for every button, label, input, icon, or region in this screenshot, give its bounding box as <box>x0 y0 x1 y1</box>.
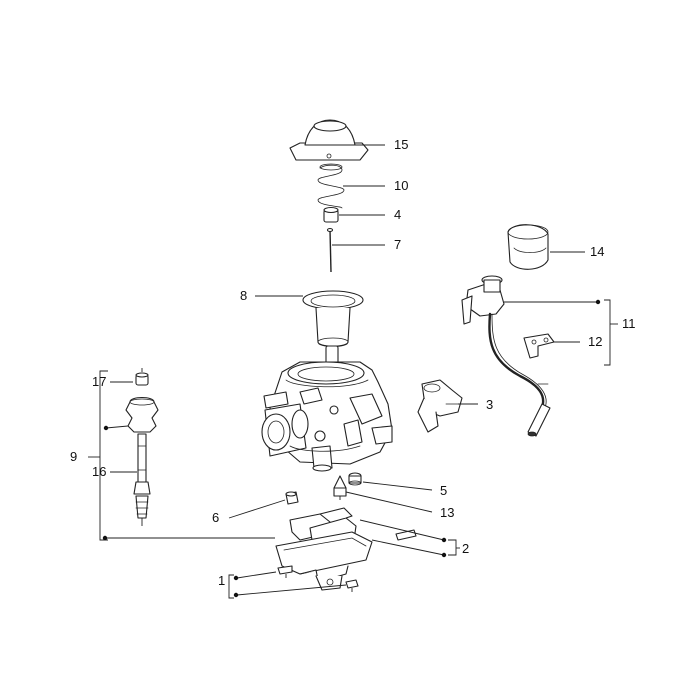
part-8-diaphragm <box>302 290 364 367</box>
callout-15: 15 <box>394 137 408 152</box>
callout-3: 3 <box>486 397 493 412</box>
part-7-jet-needle <box>326 227 334 273</box>
callout-1: 1 <box>218 573 225 588</box>
part-16-mixture-screw <box>125 396 159 526</box>
part-2-float-and-bowl <box>275 507 417 591</box>
callout-11: 11 <box>622 316 636 331</box>
part-14-sleeve <box>507 224 549 270</box>
callout-4: 4 <box>394 207 401 222</box>
callout-10: 10 <box>394 178 408 193</box>
callout-16: 16 <box>92 464 106 479</box>
callout-17: 17 <box>92 374 106 389</box>
callout-9: 9 <box>70 449 77 464</box>
callout-6: 6 <box>212 510 219 525</box>
callout-8: 8 <box>240 288 247 303</box>
part-1-screws <box>277 565 359 592</box>
part-6-jet <box>285 491 299 505</box>
callout-2: 2 <box>462 541 469 556</box>
callout-7: 7 <box>394 237 401 252</box>
part-13-needle-valve <box>333 475 347 500</box>
callout-13: 13 <box>440 505 454 520</box>
part-5-jet <box>348 472 362 486</box>
part-12-clip <box>523 333 555 359</box>
callout-5: 5 <box>440 483 447 498</box>
part-17-cap <box>135 368 149 386</box>
part-4-retainer <box>323 206 339 223</box>
callout-12: 12 <box>588 334 602 349</box>
callout-14: 14 <box>590 244 604 259</box>
part-10-spring <box>317 163 345 209</box>
leader-lines <box>88 144 618 599</box>
part-15-cover <box>289 119 369 161</box>
carburetor-body <box>261 361 393 472</box>
part-11-starter-cable <box>461 275 551 437</box>
part-3-starter <box>417 379 463 433</box>
callout-numbers: 15 10 4 7 8 14 11 12 3 5 13 6 2 1 17 9 1… <box>70 137 636 588</box>
